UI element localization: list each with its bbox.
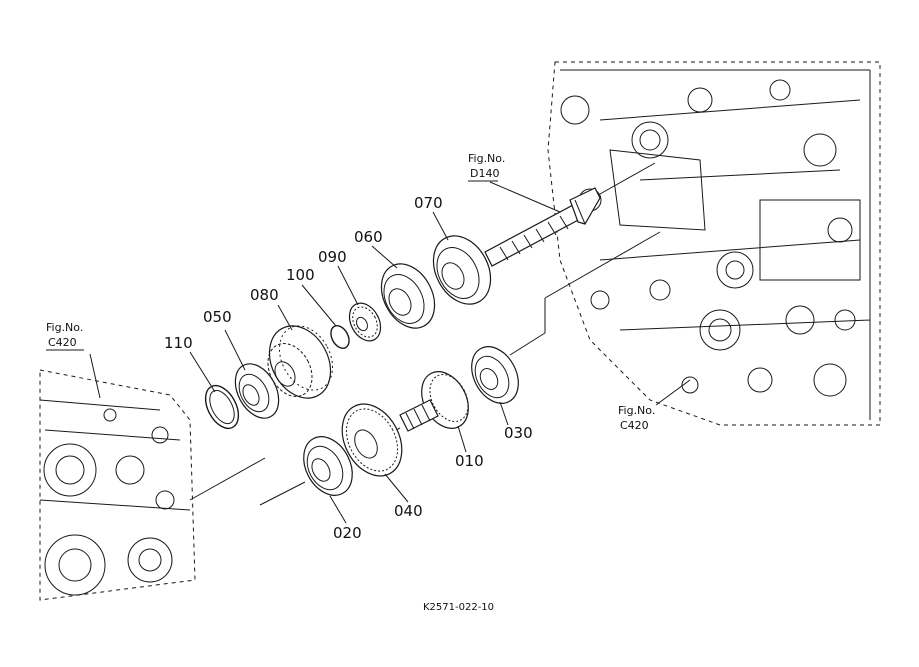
bearing-060 [380, 263, 436, 329]
fig-ref-left-line2: C420 [48, 336, 77, 349]
part-label-060: 060 [354, 228, 383, 246]
part-label-070: 070 [414, 194, 443, 212]
part-label-040: 040 [394, 502, 423, 520]
part-label-090: 090 [318, 248, 347, 266]
gear-090 [348, 302, 382, 342]
part-label-030: 030 [504, 424, 533, 442]
fig-ref-right-line2: C420 [620, 419, 649, 432]
bearing-030 [471, 346, 519, 404]
bearing-070 [432, 235, 492, 305]
part-label-050: 050 [203, 308, 232, 326]
part-label-100: 100 [286, 266, 315, 284]
bearing-020 [303, 436, 353, 496]
fig-ref-right-line1: Fig.No. [618, 404, 655, 417]
leader-lines [89, 181, 691, 524]
drawing-code: K2571-022-10 [423, 602, 494, 613]
left-housing-casing [39, 369, 196, 601]
ring-100 [330, 325, 350, 349]
gear-shaft-010 [399, 371, 469, 432]
part-label-010: 010 [455, 452, 484, 470]
shaft-d140 [484, 187, 601, 267]
fig-ref-top-line1: Fig.No. [468, 152, 505, 165]
right-housing-casing [547, 61, 881, 426]
part-label-110: 110 [164, 334, 193, 352]
gear-080 [267, 325, 334, 399]
part-label-080: 080 [250, 286, 279, 304]
part-label-020: 020 [333, 524, 362, 542]
fig-ref-top-line2: D140 [470, 167, 499, 180]
fig-ref-left-line1: Fig.No. [46, 321, 83, 334]
gear-040 [341, 403, 403, 477]
bearing-050 [234, 363, 280, 419]
